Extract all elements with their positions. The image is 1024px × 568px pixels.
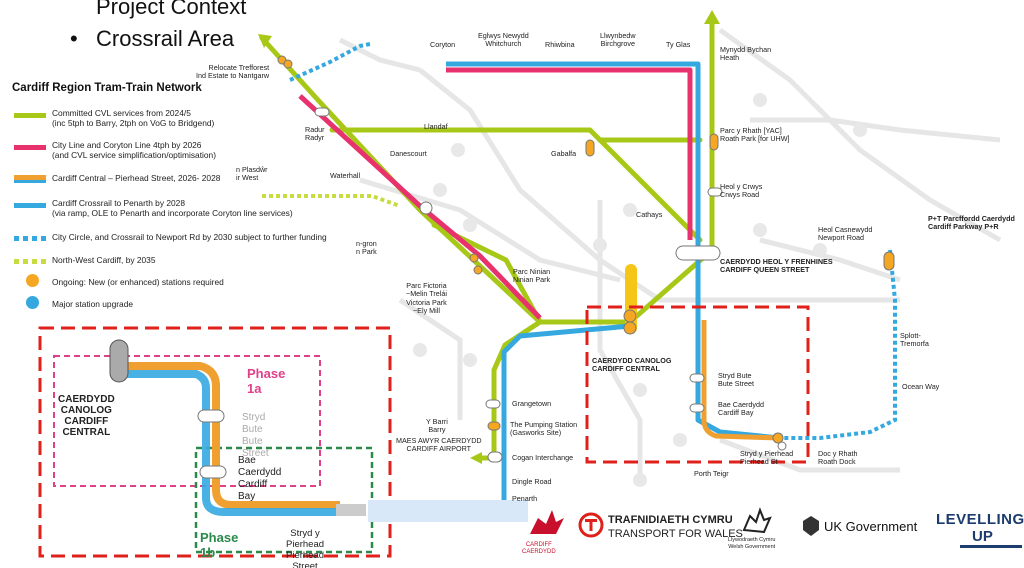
station-gabalfa: Gabalfa bbox=[551, 149, 577, 158]
uk-gov-text: UK Government bbox=[824, 519, 918, 534]
station-heath: Mynydd Bychan Heath bbox=[720, 45, 772, 63]
station-birchgrove: Llwynbedw Birchgrove bbox=[600, 31, 636, 49]
legend-item-cvl: Committed CVL services from 2024/5 (inc … bbox=[52, 108, 215, 128]
royal-crest-icon bbox=[803, 516, 819, 536]
crossrail-blue-line bbox=[446, 61, 781, 500]
inset-pierhead-street: Stryd y Pierhead Pierhead Street bbox=[286, 528, 325, 568]
station-pumping-station: The Pumping Station (Gasworks Site) bbox=[510, 420, 578, 438]
legend-swatch-blue-dashed bbox=[14, 236, 46, 241]
tfw-logo-icon bbox=[578, 512, 604, 538]
welsh-gov-text: Llywodraeth Cymru Welsh Government bbox=[728, 537, 776, 550]
phase-1b-label: Phase 1b bbox=[200, 530, 239, 560]
city-coryton-pink-line bbox=[298, 67, 693, 320]
legend-item-city-circle: City Circle, and Crossrail to Newport Rd… bbox=[52, 232, 327, 242]
phase-1a-label: Phase 1a bbox=[247, 366, 286, 396]
inset-cardiff-central: CAERDYDD CANOLOG CARDIFF CENTRAL bbox=[58, 394, 115, 438]
legend-swatch-green-dashed bbox=[14, 259, 46, 264]
orange-dot-icon bbox=[26, 274, 39, 287]
legend-item-north-west: North-West Cardiff, by 2035 bbox=[52, 255, 156, 265]
station-cathays: Cathays bbox=[636, 210, 663, 219]
station-porth-teigr: Porth Teigr bbox=[694, 469, 729, 478]
station-danescourt: Danescourt bbox=[390, 149, 427, 158]
up-text: UP bbox=[972, 528, 993, 545]
inset-bute-street: Stryd Bute Bute Street bbox=[242, 412, 269, 459]
station-roath-dock: Doc y Rhath Roath Dock bbox=[818, 449, 858, 467]
station-ninian-park: Parc Ninian Ninian Park bbox=[513, 267, 551, 285]
station-coryton: Coryton bbox=[430, 40, 456, 49]
station-fairwater: n-gron n Park bbox=[356, 239, 377, 257]
legend-item-central-pierhead: Cardiff Central – Pierhead Street, 2026-… bbox=[52, 173, 221, 183]
station-radyr: Radur Radyr bbox=[305, 125, 325, 143]
arrowhead-northwest-icon bbox=[258, 34, 272, 48]
arrowhead-north-icon bbox=[704, 10, 720, 24]
arrowhead-west-icon bbox=[470, 452, 482, 464]
page-subtitle: Crossrail Area bbox=[96, 26, 235, 51]
station-penarth: Penarth bbox=[512, 494, 538, 503]
station-whitchurch: Eglwys Newydd Whitchurch bbox=[478, 31, 529, 49]
station-victoria-park: Parc Fictoria ~Melin Trelái Victoria Par… bbox=[406, 281, 447, 316]
legend-swatch-blue bbox=[14, 203, 46, 208]
background-stops bbox=[413, 93, 867, 487]
station-ocean-way: Ocean Way bbox=[902, 382, 940, 391]
bullet-icon: • bbox=[70, 26, 78, 51]
legend-swatch-green bbox=[14, 113, 46, 118]
station-cardiff-airport: MAES AWYR CAERDYDD CARDIFF AIRPORT bbox=[396, 436, 482, 454]
legend-item-new-stations: Ongoing: New (or enhanced) stations requ… bbox=[52, 277, 224, 287]
page-title: Project Context bbox=[96, 0, 247, 19]
station-crwys-road: Heol y Crwys Crwys Road bbox=[720, 182, 763, 200]
phase-1a-box bbox=[53, 355, 321, 487]
inset-blue-line bbox=[118, 370, 340, 516]
station-barry: Y Barri Barry bbox=[426, 417, 448, 435]
station-rhiwbina: Rhiwbina bbox=[545, 40, 575, 49]
legend-title: Cardiff Region Tram-Train Network bbox=[12, 82, 202, 94]
station-grangetown: Grangetown bbox=[512, 399, 552, 408]
cardiff-dragon-logo bbox=[530, 510, 564, 534]
station-markers bbox=[277, 55, 895, 463]
central-pierhead-orange-line bbox=[701, 320, 781, 441]
station-pierhead-street: Stryd y Pierhead Pierhead St bbox=[740, 449, 794, 467]
station-queen-street: CAERDYDD HEOL Y FRENHINES CARDIFF QUEEN … bbox=[720, 257, 833, 275]
station-llandaf: Llandaf bbox=[424, 122, 448, 131]
station-cardiff-parkway: P+T Parcffordd Caerdydd Cardiff Parkway … bbox=[928, 214, 1015, 232]
legend-item-major-upgrade: Major station upgrade bbox=[52, 299, 134, 309]
station-newport-road: Heol Casnewydd Newport Road bbox=[818, 225, 873, 243]
station-bute-street: Stryd Bute Bute Street bbox=[718, 371, 754, 389]
station-plasdwr: n Plasdŵr ir West bbox=[236, 165, 268, 183]
legend-item-city-line: City Line and Coryton Line 4tph by 2026 … bbox=[52, 140, 216, 160]
station-roath-park: Parc y Rhath [YAC] Roath Park [for UHW] bbox=[720, 126, 790, 144]
welsh-gov-dragon-icon bbox=[742, 507, 772, 534]
inset-detail bbox=[53, 339, 528, 554]
station-waterhall: Waterhall bbox=[330, 171, 361, 180]
cardiff-logo-text: CARDIFF CAERDYDD bbox=[522, 542, 556, 555]
blue-dot-icon bbox=[26, 296, 39, 309]
north-west-dashed-line bbox=[262, 194, 401, 208]
legend-swatch-orange bbox=[14, 175, 46, 180]
legend-item-crossrail: Cardiff Crossrail to Penarth by 2028 (vi… bbox=[52, 198, 293, 218]
tfw-welsh-text: TRAFNIDIAETH CYMRU bbox=[608, 514, 733, 526]
levelling-underline bbox=[960, 545, 1022, 548]
city-circle-dashed-line bbox=[289, 42, 897, 440]
station-cardiff-central: CAERDYDD CANOLOG CARDIFF CENTRAL bbox=[592, 356, 672, 374]
station-ty-glas: Ty Glas bbox=[666, 40, 691, 49]
legend-swatch-pink bbox=[14, 145, 46, 150]
levelling-text: LEVELLING bbox=[936, 511, 1024, 528]
crossrail-area-box-main bbox=[585, 305, 810, 464]
station-cogan-interchange: Cogan Interchange bbox=[512, 453, 574, 462]
station-relocate-trefforest: Relocate Trefforest Ind Estate to Nantga… bbox=[196, 63, 270, 81]
inset-cardiff-bay: Bae Caerdydd Cardiff Bay bbox=[238, 455, 282, 502]
station-cardiff-bay: Bae Caerdydd Cardiff Bay bbox=[718, 400, 764, 418]
station-dingle-road: Dingle Road bbox=[512, 477, 552, 486]
tfw-english-text: TRANSPORT FOR WALES bbox=[608, 528, 743, 540]
inset-orange-line bbox=[118, 362, 340, 509]
station-splott: Splott- Tremorfa bbox=[900, 331, 929, 349]
